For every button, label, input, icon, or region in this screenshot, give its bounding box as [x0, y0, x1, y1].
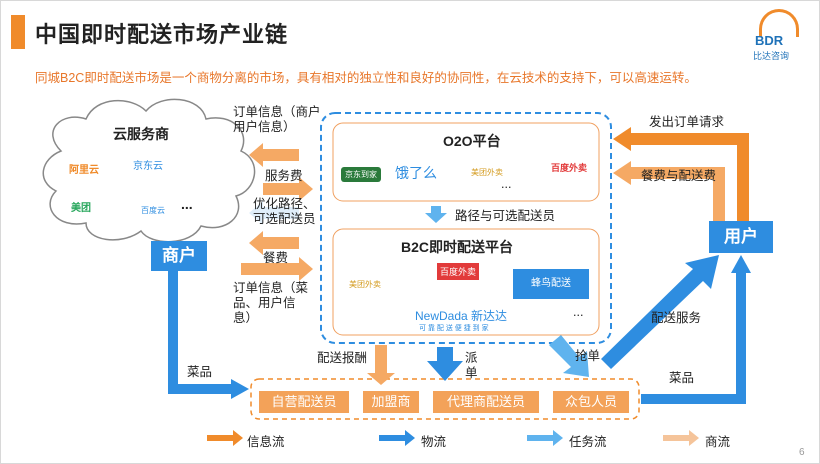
cloud-shape — [42, 98, 256, 243]
arrow-grab — [549, 335, 589, 377]
merchant-node: 商户 — [151, 241, 207, 271]
o2o-title: O2O平台 — [443, 133, 501, 149]
baiduyun-logo-icon: 百度云 — [141, 206, 165, 215]
eleme-logo-icon: 饿了么 — [395, 165, 437, 181]
cloud-title: 云服务商 — [113, 126, 169, 142]
label-dispatch: 派单 — [465, 351, 478, 380]
newdada-slogan: 可 靠 配 送 便 捷 到 家 — [419, 325, 489, 332]
baidu-waimai-logo-icon: 百度外卖 — [551, 163, 588, 173]
arrow-merchant-dishes — [168, 271, 233, 394]
courier-franchise: 加盟商 — [363, 391, 419, 413]
arrow-dispatch — [427, 347, 463, 381]
label-meal-fee: 餐费 — [263, 251, 289, 265]
label-send-order: 发出订单请求 — [649, 115, 725, 129]
legend-info-arrow — [207, 430, 243, 446]
label-route: 路径与可选配送员 — [455, 209, 556, 223]
page-title: 中国即时配送市场产业链 — [35, 22, 289, 47]
arrow-optimize — [249, 201, 299, 225]
label-service-fee: 服务费 — [265, 169, 303, 183]
arrow-route — [425, 206, 447, 223]
jdcloud-logo-icon: 京东云 — [133, 161, 163, 172]
b2c-box — [332, 228, 600, 336]
b2c-baidu-logo-icon: 百度外卖 — [437, 263, 480, 280]
arrow-delivery-pay — [367, 345, 395, 385]
arrow-service-fee — [263, 177, 313, 201]
label-meal-delivery-fee: 餐费与配送费 — [641, 169, 717, 183]
meituan-waimai-logo-icon: 美团外卖 — [471, 168, 503, 177]
legend-commerce-flow: 商流 — [705, 435, 731, 449]
fengniao-logo-icon: 蜂鸟配送 — [513, 269, 589, 299]
arrow-order-info-bottom — [241, 257, 313, 281]
meituan-logo-icon: 美团 — [71, 203, 91, 214]
b2c-title: B2C即时配送平台 — [401, 239, 514, 255]
legend-logistics-arrow — [379, 430, 415, 446]
o2o-box — [332, 122, 600, 202]
arrow-couriers-user — [641, 271, 746, 404]
label-delivery-pay: 配送报酬 — [317, 351, 368, 365]
page-number: 6 — [799, 447, 805, 458]
b2c-meituan-logo-icon: 美团外卖 — [349, 280, 381, 289]
title-accent-bar — [11, 15, 25, 49]
legend-task-flow: 任务流 — [569, 435, 607, 449]
arrow-send-order — [629, 133, 749, 221]
label-dishes-right: 菜品 — [669, 371, 695, 385]
label-order-info-bottom: 订单信息（菜品、用户信息） — [233, 281, 309, 325]
cloud-more: ... — [181, 196, 193, 212]
label-optimize: 优化路径、可选配送员 — [253, 197, 316, 226]
arrow-meal-fee — [249, 231, 299, 255]
logo-arc-icon — [759, 9, 799, 37]
label-grab: 抢单 — [575, 349, 601, 363]
platform-dashed-container — [320, 112, 612, 344]
user-node: 用户 — [709, 221, 773, 253]
bdr-logo: BDR 比达咨询 — [751, 7, 809, 63]
page-subtitle: 同城B2C即时配送市场是一个商物分离的市场，具有相对的独立性和良好的协同性，在云… — [35, 71, 697, 85]
legend-task-arrow — [527, 430, 563, 446]
courier-self: 自营配送员 — [259, 391, 349, 413]
label-order-info-top: 订单信息（商户用户信息） — [233, 105, 321, 134]
logo-cn-text: 比达咨询 — [753, 51, 790, 61]
b2c-more: ... — [573, 305, 584, 319]
courier-agent: 代理商配送员 — [433, 391, 539, 413]
label-dishes-left: 菜品 — [187, 365, 213, 379]
arrow-meal-delivery-fee — [629, 167, 725, 221]
arrow-order-info-top — [249, 143, 299, 167]
o2o-more: ... — [501, 177, 512, 191]
label-delivery-service: 配送服务 — [651, 311, 702, 325]
newdada-logo-icon: NewDada 新达达 — [415, 307, 507, 324]
legend-logistics: 物流 — [421, 435, 447, 449]
logo-text: BDR — [755, 33, 784, 48]
jddaojia-logo-icon: 京东到家 — [341, 167, 381, 182]
legend-commerce-arrow — [663, 430, 699, 446]
arrow-delivery-service — [601, 255, 719, 369]
courier-dashed-container — [250, 378, 640, 420]
legend-info-flow: 信息流 — [247, 435, 285, 449]
courier-crowdsource: 众包人员 — [553, 391, 629, 413]
newdada-text: NewDada — [415, 309, 468, 323]
aliyun-logo-icon: 阿里云 — [69, 165, 99, 176]
newdada-cn-text: 新达达 — [471, 309, 508, 323]
